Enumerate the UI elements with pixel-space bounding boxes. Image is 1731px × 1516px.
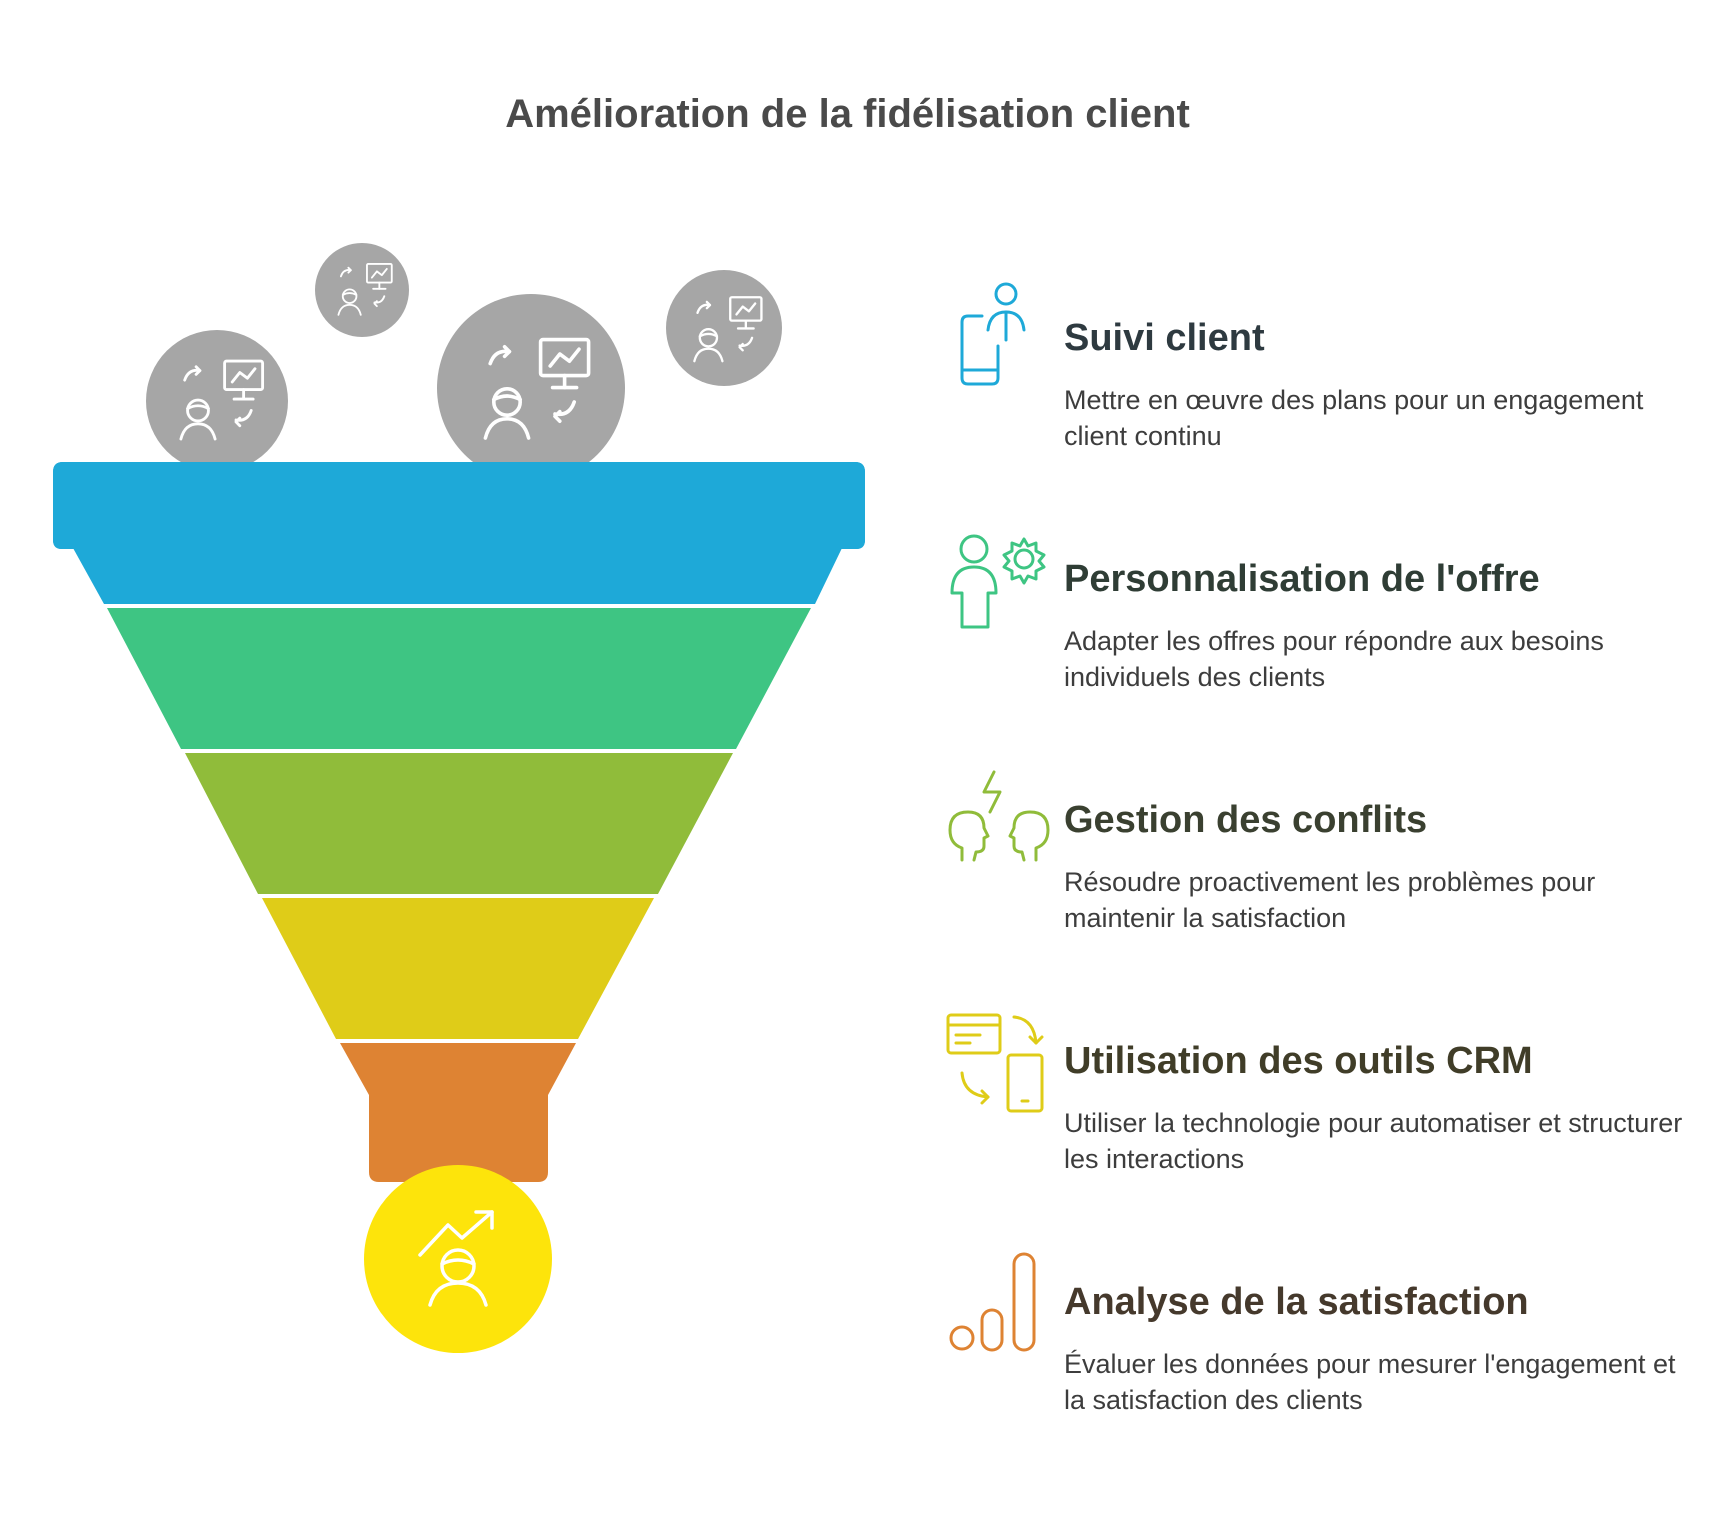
stage-analyse-satisfaction: Analyse de la satisfaction Évaluer les d…	[949, 1252, 1704, 1418]
crm-sync-icon	[946, 1013, 1044, 1113]
stage-gestion-conflits: Gestion des conflits Résoudre proactivem…	[948, 770, 1704, 936]
output-circle	[364, 1165, 552, 1353]
stage-description: Résoudre proactivement les problèmes pou…	[1064, 867, 1596, 933]
stage-title: Personnalisation de l'offre	[1064, 558, 1540, 600]
funnel-layer-1	[73, 548, 842, 604]
funnel-layer-4	[262, 898, 654, 1039]
input-bubble-4	[666, 270, 782, 386]
heads-lightning-icon	[948, 770, 1050, 862]
stage-title: Analyse de la satisfaction	[1064, 1281, 1529, 1323]
stage-outils-crm: Utilisation des outils CRM Utiliser la t…	[946, 1013, 1704, 1177]
input-bubble-3	[437, 294, 625, 482]
funnel-spout	[340, 1043, 576, 1182]
input-bubble-1	[146, 330, 288, 472]
stage-description: Utiliser la technologie pour automatiser…	[1064, 1108, 1683, 1174]
stage-description: Évaluer les données pour mesurer l'engag…	[1064, 1349, 1676, 1415]
funnel-layer-3	[185, 753, 733, 894]
funnel-layer-2	[107, 608, 811, 749]
person-growth-icon	[418, 1210, 494, 1307]
stage-title: Suivi client	[1064, 317, 1265, 359]
user-phone-icon	[960, 282, 1026, 386]
person-gear-icon	[950, 534, 1046, 629]
stage-title: Gestion des conflits	[1064, 799, 1428, 841]
stage-personnalisation: Personnalisation de l'offre Adapter les …	[950, 534, 1704, 695]
funnel-diagram	[53, 243, 865, 1353]
input-bubble-2	[315, 243, 409, 337]
stage-description: Mettre en œuvre des plans pour un engage…	[1064, 385, 1644, 451]
stage-suivi-client: Suivi client Mettre en œuvre des plans p…	[960, 282, 1704, 454]
page-title: Amélioration de la fidélisation client	[505, 92, 1190, 136]
bar-chart-icon	[949, 1252, 1036, 1352]
stage-title: Utilisation des outils CRM	[1064, 1040, 1533, 1082]
stage-description: Adapter les offres pour répondre aux bes…	[1064, 626, 1604, 692]
